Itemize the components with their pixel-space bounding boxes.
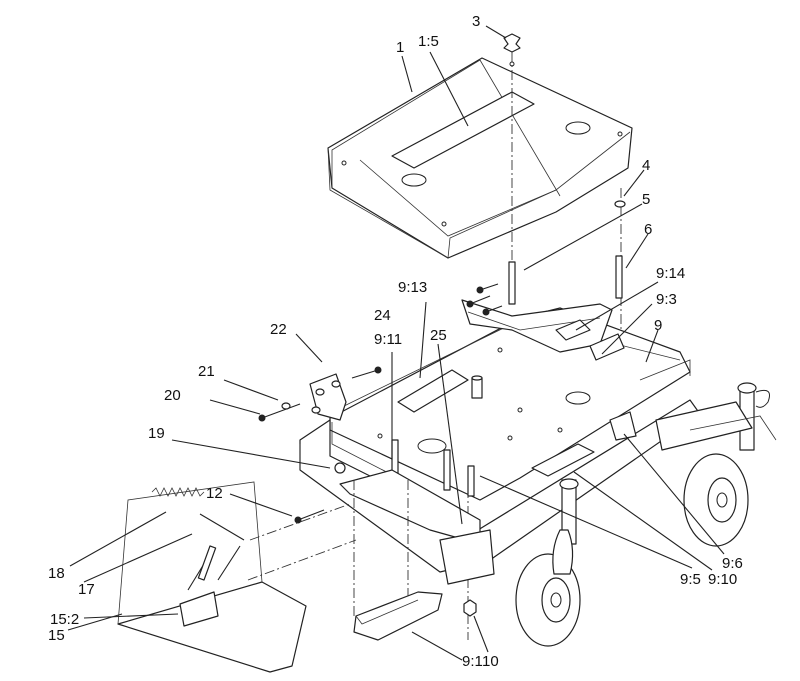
- rod-17: [199, 513, 245, 541]
- label-9-1: 9:1: [462, 653, 483, 670]
- label-4: 4: [642, 157, 650, 174]
- cover-hole-left: [401, 173, 427, 187]
- label-3: 3: [472, 13, 480, 30]
- rod-part-6: [615, 255, 623, 299]
- bracket-bolts: [466, 283, 503, 316]
- knob-part: [503, 33, 521, 53]
- nut-19: [334, 462, 346, 474]
- caster-wheel-front: [515, 478, 581, 647]
- decal-15-2: [179, 591, 219, 627]
- deck-part: [299, 299, 701, 573]
- label-17: 17: [78, 581, 95, 598]
- side-bracket: [258, 366, 382, 422]
- label-19: 19: [148, 425, 165, 442]
- label-20: 20: [164, 387, 181, 404]
- leader-lines: [67, 25, 725, 661]
- label-9-6: 9:6: [722, 555, 743, 572]
- caster-wheel-rear: [655, 382, 777, 547]
- label-9-5: 9:5: [680, 571, 701, 588]
- label-5: 5: [642, 191, 650, 208]
- label-6: 6: [644, 221, 652, 238]
- decal-9-6: [609, 411, 637, 441]
- label-15: 15: [48, 627, 65, 644]
- callout-labels: 1 1:5 3 4 5 6 9:14 9:3 9 9:13 24 9:11 25…: [48, 13, 743, 670]
- bolt-12: [294, 509, 325, 524]
- label-25: 25: [430, 327, 447, 344]
- washer-part-4: [614, 200, 626, 208]
- label-18: 18: [48, 565, 65, 582]
- label-12: 12: [206, 485, 223, 502]
- label-10: 10: [482, 653, 499, 670]
- nut-10: [463, 599, 477, 617]
- decal-9-14: [555, 319, 591, 341]
- deflector-15: [117, 481, 307, 673]
- label-9-14: 9:14: [656, 265, 685, 282]
- cover-part: [327, 57, 633, 259]
- label-22: 22: [270, 321, 287, 338]
- label-1: 1: [396, 39, 404, 56]
- decal-slot: [391, 91, 535, 169]
- decal-9-10: [531, 443, 595, 477]
- label-24: 24: [374, 307, 391, 324]
- cover-hole-right: [565, 121, 591, 135]
- rod-part-5: [508, 261, 516, 305]
- front-baffle: [339, 469, 495, 585]
- label-21: 21: [198, 363, 215, 380]
- label-9-13: 9:13: [398, 279, 427, 296]
- bracket-9-1: [353, 480, 443, 641]
- label-9: 9: [654, 317, 662, 334]
- label-9-11: 9:11: [374, 331, 402, 348]
- label-1-5: 1:5: [418, 33, 439, 50]
- decal-9-13: [397, 369, 469, 413]
- label-9-10: 9:10: [708, 571, 737, 588]
- label-15-2: 15:2: [50, 611, 79, 628]
- label-9-3: 9:3: [656, 291, 677, 308]
- spring-18: [151, 487, 205, 497]
